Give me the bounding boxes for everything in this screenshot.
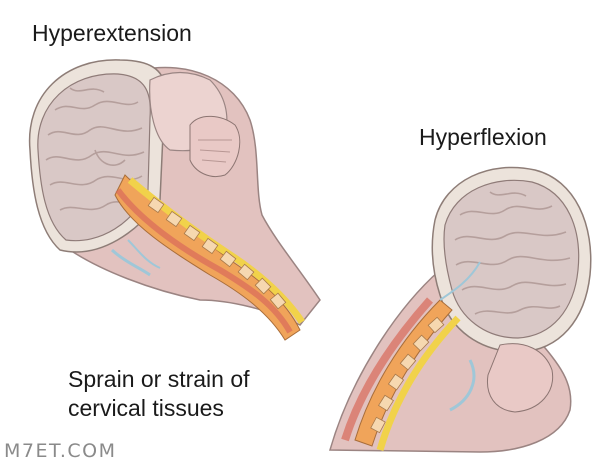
flexion-brain-folds (454, 191, 571, 315)
hyperextension-head (28, 59, 321, 341)
hyperflexion-vertebrae (370, 316, 445, 434)
site-watermark: M7ET.COM (4, 440, 117, 462)
hyperflexion-head (329, 166, 592, 453)
hyperextension-label: Hyperextension (32, 20, 192, 46)
hyperextension-vertebrae (147, 196, 287, 310)
caption-line-1: Sprain or strain of (68, 366, 250, 392)
caption: Sprain or strain of cervical tissues (68, 365, 250, 423)
hyperflexion-label: Hyperflexion (419, 124, 547, 150)
caption-line-2: cervical tissues (68, 395, 224, 421)
